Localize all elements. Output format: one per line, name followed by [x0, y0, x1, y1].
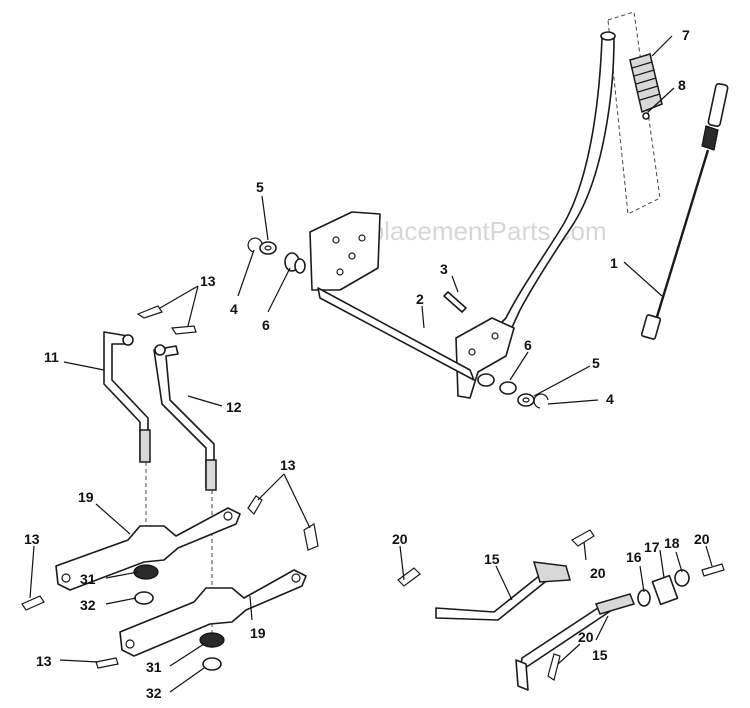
leader-lines [29, 35, 713, 693]
hairpin-clip-bottom [95, 657, 119, 669]
front-link-assembly [397, 529, 725, 691]
front-link-end [515, 659, 529, 691]
callout-5-left: 5 [256, 179, 264, 195]
hairpin-20-bottom [547, 653, 561, 681]
callout-17: 17 [644, 539, 660, 555]
e-ring-left [247, 237, 263, 253]
rod-end [640, 314, 662, 340]
shaft-end [477, 373, 495, 387]
rod-knob [707, 82, 729, 128]
callout-7: 7 [682, 27, 690, 43]
handle-outline-dashed [607, 11, 661, 215]
nut-upper [134, 591, 154, 605]
callout-31-upper: 31 [80, 571, 96, 587]
lift-arms [21, 495, 319, 671]
callout-20-right: 20 [694, 531, 710, 547]
mounting-plate [309, 211, 381, 291]
bracket-hole-2 [491, 332, 499, 340]
hairpin-20-left [397, 567, 421, 587]
washer-16 [637, 589, 651, 607]
callout-31-lower: 31 [146, 659, 162, 675]
callout-4-right: 4 [606, 391, 614, 407]
callout-4-left: 4 [230, 301, 238, 317]
e-ring-right [533, 393, 549, 409]
hairpin-clip-top-1 [136, 305, 163, 319]
callout-5-right: 5 [592, 355, 600, 371]
lift-link-12 [153, 345, 215, 489]
hairpin-clip-top-2 [170, 325, 197, 335]
callout-6-right: 6 [524, 337, 532, 353]
rod-spring [701, 125, 719, 151]
callout-13-top: 13 [200, 273, 216, 289]
callout-13-bottom: 13 [36, 653, 52, 669]
callout-18: 18 [664, 535, 680, 551]
hairpin-clip-mid-1 [247, 495, 263, 515]
trunnion-block-17 [651, 574, 679, 606]
callout-6-left: 6 [262, 317, 270, 333]
lever-tube-top [600, 31, 616, 41]
hairpin-clip-left [21, 595, 45, 611]
callout-3: 3 [440, 261, 448, 277]
link-12-thread [205, 459, 217, 491]
roll-pin [443, 291, 467, 313]
lift-lever-tube [493, 37, 615, 337]
callout-12: 12 [226, 399, 242, 415]
rod-shaft [654, 149, 710, 321]
callout-11: 11 [44, 349, 59, 365]
grip-body [629, 53, 663, 114]
callout-1: 1 [610, 255, 618, 271]
callout-13-left: 13 [24, 531, 40, 547]
callout-19-upper: 19 [78, 489, 94, 505]
lever-button [642, 112, 650, 120]
washer-left [259, 241, 277, 255]
front-link-upper [435, 571, 551, 621]
callout-32-lower: 32 [146, 685, 162, 701]
callout-32-upper: 32 [80, 597, 96, 613]
callout-8: 8 [678, 77, 686, 93]
callout-15-lower: 15 [592, 647, 608, 663]
hairpin-clip-mid-2 [303, 523, 319, 551]
lift-arm-lower [119, 569, 307, 657]
trunnion-lower [199, 632, 225, 648]
bracket-hole [468, 348, 476, 356]
link-11-thread [139, 429, 151, 463]
handle-grip [629, 53, 663, 120]
cross-shaft-assembly [247, 211, 549, 409]
nut-lower [202, 657, 222, 671]
callout-2: 2 [416, 291, 424, 307]
callout-13-mid: 13 [280, 457, 296, 473]
lift-shaft [317, 287, 475, 381]
washer-right [517, 393, 535, 407]
lift-lever-assembly [455, 11, 661, 399]
callout-20-top: 20 [590, 565, 606, 581]
callout-15-upper: 15 [484, 551, 500, 567]
callout-20-bottom: 20 [578, 629, 594, 645]
hairpin-20-right [701, 563, 725, 577]
callout-20-left: 20 [392, 531, 408, 547]
callout-16: 16 [626, 549, 642, 565]
front-link-clevis [532, 561, 571, 583]
bushing-right [499, 381, 517, 395]
height-adjust-rod [640, 82, 729, 340]
hairpin-20-top [571, 529, 595, 547]
nut-18 [674, 569, 690, 587]
trunnion-upper [133, 564, 159, 580]
lift-arm-upper [55, 507, 241, 591]
callout-19-lower: 19 [250, 625, 266, 641]
callout-numbers: 7 8 1 2 3 5 4 6 6 5 4 13 11 12 19 13 13 … [24, 27, 710, 701]
front-link-thread [594, 593, 636, 615]
bushing-left-inner [294, 258, 306, 274]
